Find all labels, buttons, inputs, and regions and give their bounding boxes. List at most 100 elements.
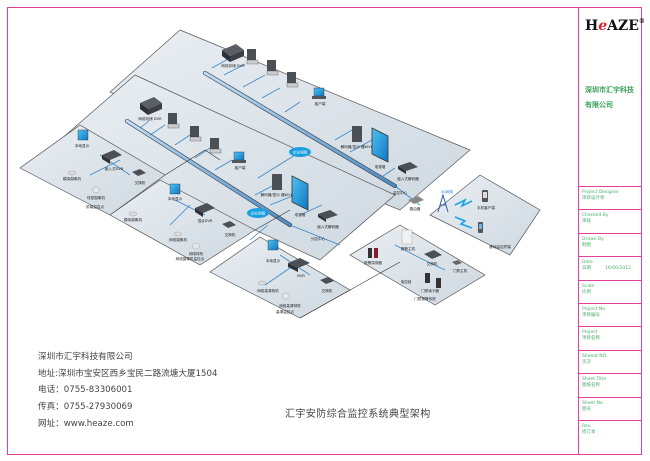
company-address: 地址:深圳市宝安区西乡宝民二路流塘大厦1504 [38,368,218,379]
device-label: 嵌入式解码器 [397,176,419,181]
device-label: 网络存储 DVR [138,116,162,121]
dvr-recorder-icon: 网络存储 DVR [221,44,245,68]
device-label: 球型摄像机 [87,195,105,200]
zone-mobile-site [429,174,541,256]
device-label: 网络高清球机 [279,303,301,308]
device-label: 路由器 [410,206,421,211]
device-label: 电视墙 [295,212,306,217]
switch-icon: 交换机 [132,169,146,185]
embedded-decoder-icon: 嵌入式解码器 [317,210,339,229]
cloud-icon: 企业网络 [289,147,311,157]
device-label: 门禁主机 [453,268,468,273]
video-wall-icon: 电视墙 [371,127,389,169]
ip-camera-icon: 网络摄像机 [169,231,187,242]
company-website[interactable]: 网址：www.heaze.com [38,418,134,429]
device-label: 嵌入式解码器 [317,224,339,229]
device-label: 报警主机 [401,246,416,251]
zone-access-site [349,224,486,306]
device-label: 网络高清枪机 [257,288,279,293]
field-sheet-no-page: Sheeat NO.页次 [579,349,642,373]
electric-lock-icon: 电控锁 [401,279,412,284]
cloud-icon: 企业网络 [247,208,269,218]
field-rev: Rev.修订本 [579,419,642,454]
field-sheet-no: Sheet No.图号 [579,396,642,420]
antenna-tower-icon: 3G网络 [437,189,454,213]
dvr-recorder-icon: 网络存储 DVR [138,97,162,121]
device-label: 模拟摄像机 [63,176,81,181]
server-icon [246,49,259,65]
device-label: 网络存储 DVR [221,63,245,68]
device-label: 手机客户端 [477,205,495,210]
device-label: 交换机 [427,261,438,266]
monitor-icon: 本地显示 [168,183,183,201]
ip-dome-icon: 网络球机 [189,242,204,256]
switch-icon: 交换机 [222,221,236,237]
device-label: 本地显示 [266,258,281,263]
backbone-pipe-mid [124,118,293,228]
heaze-logo: HeAZE® [585,18,645,34]
hybrid-dvr-icon: 混合DVR [195,203,215,223]
nvr-icon: NVR [288,258,310,278]
company-fax: 传真：0755-27930069 [38,402,133,413]
device-label: 交换机 [135,180,146,185]
zone-label: 网络摄像机监控点 [176,256,205,261]
smartphone-icon: 手机客户端 [477,190,495,210]
embedded-decoder-icon: 嵌入式解码器 [397,162,419,181]
switch-icon: 交换机 [424,250,442,266]
dome-camera-icon: 球型摄像机 [87,186,105,200]
hd-camera-icon: 网络高清枪机 [257,280,279,293]
alarm-host-icon: 报警主机 [401,229,416,251]
backbone-pipe-top [202,70,398,189]
camera-icon: 模拟摄像机 [63,170,81,181]
cloud-label: 企业网络 [293,150,308,155]
company-phone: 电话：0755-83306001 [38,385,133,396]
device-label: 电视墙 [375,164,386,169]
device-label: 解码器/显示 器WVD [261,192,294,197]
device-label: 本地显示 [75,143,90,148]
device-label: 本地显示 [168,196,183,201]
device-label: 解码器/显示 器WVD [341,144,374,149]
server-icon [266,60,279,76]
zone-label: 移动监控终端 [489,244,511,249]
date-value: 16/06/2012 [605,266,631,272]
monitor-icon: 本地显示 [75,129,90,148]
device-label: 报警探测器 [364,260,382,265]
server-icon [189,126,202,142]
device-label: 网络球机 [189,251,204,256]
cloud-label: 企业网络 [251,211,266,216]
device-label: 交换机 [322,288,333,293]
access-host-icon: 门禁主机 [452,260,468,273]
boundary-lines [164,149,401,319]
field-project-no: Project No.项目编号 [579,302,642,326]
wireless-signal-icon [454,198,473,229]
router-icon: 路由器 [408,196,424,211]
device-label: NVR [297,274,305,278]
zone-label: 监控中心 [393,190,408,195]
alarm-detector-icon: 报警探测器 [364,248,382,265]
contact-block: 深圳市汇宇科技有限公司 地址:深圳市宝安区西乡宝民二路流塘大厦1504 电话：0… [38,349,217,433]
diagram-caption: 汇宇安防综合监控系统典型架构 [285,409,431,420]
zone-label: 前端监控点 [86,204,104,209]
device-label: 模拟摄像机 [124,217,142,222]
video-wall-icon: 电视墙 [291,175,309,217]
device-label: 电控锁 [401,279,412,284]
device-label: 网络摄像机 [169,237,187,242]
switch-icon: 交换机 [320,277,334,293]
title-block-company: 深圳市汇宇科技 有限公司 [585,86,634,109]
zone-label: 高清监控点 [276,309,294,314]
decoder-server-icon: 解码器/显示 器WVD [261,174,294,197]
device-label: 嵌入式DVR [105,166,124,171]
server-icon [286,72,299,88]
company-name: 深圳市汇宇科技有限公司 [38,352,133,362]
server-icon [167,113,180,129]
device-label: 交换机 [225,232,236,237]
device-label: 混合DVR [198,218,213,223]
decoder-server-icon: 解码器/显示 器WVD [341,126,374,149]
